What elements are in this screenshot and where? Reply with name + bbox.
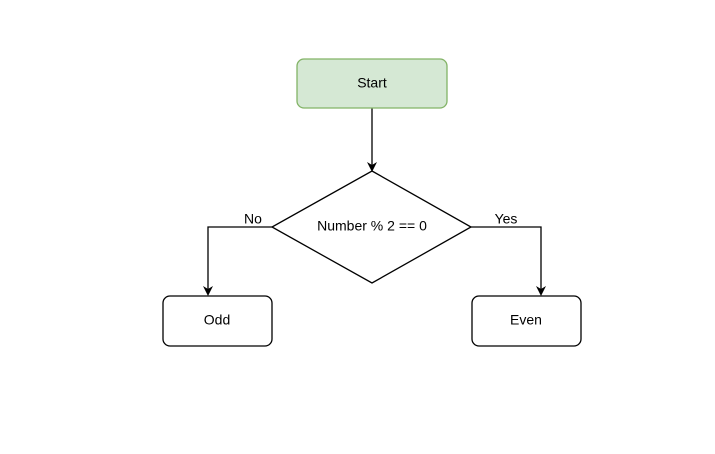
- node-even-shape: [471, 295, 582, 347]
- node-start-shape: [296, 58, 448, 109]
- node-odd-shape: [162, 295, 273, 347]
- edge-decision-to-even-line: [471, 226, 546, 296]
- node-start[interactable]: Start: [296, 58, 448, 109]
- edge-label-no: No: [244, 211, 262, 227]
- node-even[interactable]: Even: [471, 295, 582, 347]
- node-odd[interactable]: Odd: [162, 295, 273, 347]
- edge-decision-to-even: Yes: [471, 211, 546, 296]
- node-start-label: Start: [357, 75, 387, 91]
- node-odd-label: Odd: [204, 312, 230, 328]
- node-decision-shape: [270, 170, 473, 284]
- node-even-label: Even: [510, 312, 542, 328]
- edge-decision-to-odd: No: [203, 211, 272, 296]
- node-decision-label: Number % 2 == 0: [317, 218, 427, 234]
- edge-label-yes: Yes: [495, 211, 518, 227]
- edge-decision-to-odd-line: [203, 226, 272, 296]
- node-decision[interactable]: Number % 2 == 0: [270, 170, 473, 284]
